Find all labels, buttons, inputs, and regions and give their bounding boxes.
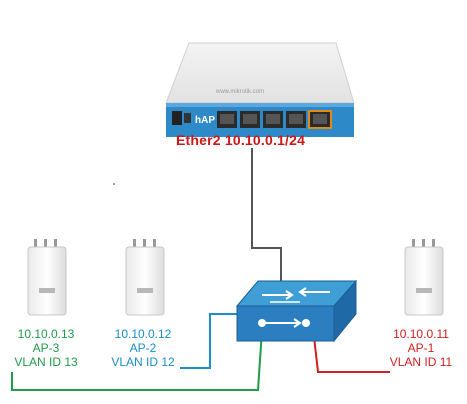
ap-3-ip: 10.10.0.13 (17, 327, 75, 341)
router-port-label: Ether2 10.10.0.1/24 (176, 132, 306, 148)
ap-3-device (27, 239, 67, 316)
router-device: www.mikrotik.com hAP (165, 42, 355, 137)
svg-text:www.mikrotik.com: www.mikrotik.com (215, 89, 264, 95)
ap-3-name: AP-3 (32, 341, 60, 355)
ap-1-ip: 10.10.0.11 (393, 327, 449, 341)
network-switch (235, 279, 358, 343)
router-switch-cable (251, 148, 282, 292)
ap-2-ip: 10.10.0.12 (114, 327, 172, 341)
router-brand: hAP (195, 115, 215, 126)
ap-2-name: AP-2 (129, 341, 157, 355)
ap-1-name: AP-1 (407, 341, 435, 355)
ap2-cable-blue (180, 313, 240, 369)
ap-1-device (404, 239, 444, 316)
ap-2-label: 10.10.0.12 AP-2 VLAN ID 12 (103, 327, 183, 369)
dot-mark (113, 183, 115, 185)
ap3-cable-green (11, 329, 263, 391)
ap-2-vlan: VLAN ID 12 (111, 355, 175, 369)
ap-3-vlan: VLAN ID 13 (14, 355, 78, 369)
ap-2-device (125, 239, 165, 316)
ap-3-label: 10.10.0.13 AP-3 VLAN ID 13 (8, 327, 84, 369)
ap1-cable-red (312, 327, 390, 373)
ap-1-label: 10.10.0.11 AP-1 VLAN ID 11 (383, 327, 459, 369)
ap-1-vlan: VLAN ID 11 (389, 355, 453, 369)
